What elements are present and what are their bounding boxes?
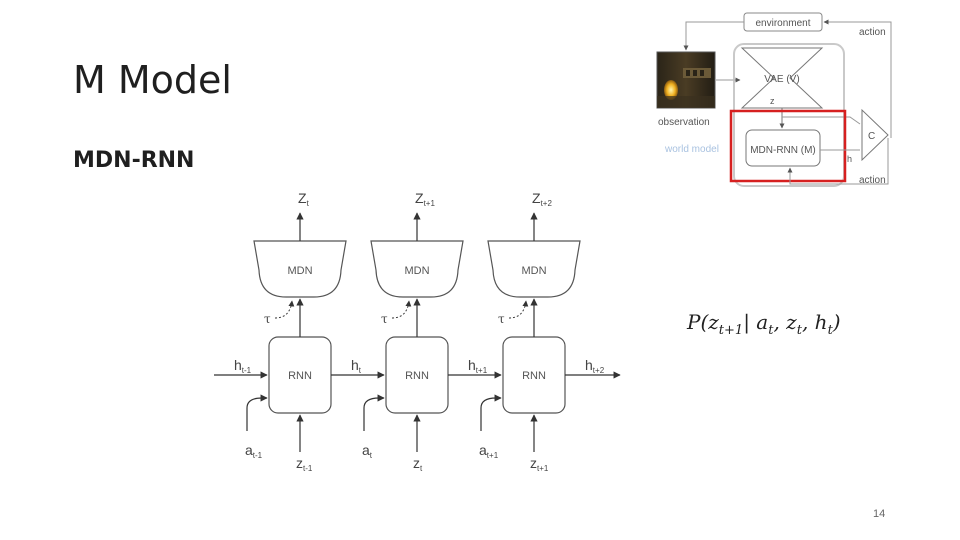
temperature-arrow [274,300,295,319]
temperature-tau-label: τ [498,312,505,326]
action-input-label: at+1 [479,442,499,460]
environment-label: environment [755,18,810,29]
vae-shape [740,47,824,109]
rnn-cell-label: RNN [288,370,312,382]
action-input-arrow [363,394,385,431]
rnn-cell-label: RNN [522,370,546,382]
world-model-overview: environment action observation world mod… [656,12,892,187]
mdn-block [253,240,347,298]
hidden-state-label: ht+1 [468,357,488,375]
observation-image [656,51,716,109]
action-label-top: action [859,27,886,38]
page-number: 14 [873,508,886,520]
action-loop-arrow [823,19,892,138]
action-input-arrow [246,394,268,431]
h-label: h [847,154,852,164]
hidden-state-label: ht-1 [234,357,252,375]
temperature-arrow [508,300,529,319]
temperature-tau-label: τ [381,312,388,326]
action-feedback-arrow [787,138,889,185]
mdn-block [370,240,464,298]
z-input-label: zt [413,455,423,473]
controller-label: C [868,131,875,142]
action-input-label: at-1 [245,442,263,460]
slide-subtitle: MDN-RNN [73,148,195,173]
z-output-label: Zt+2 [532,190,552,208]
hidden-state-output-label: ht+2 [585,357,605,375]
mdn-block-label: MDN [287,265,312,277]
hidden-state-label: ht [351,357,362,375]
mdn-block-label: MDN [404,265,429,277]
temperature-tau-label: τ [264,312,271,326]
mdnrnn-box [745,129,821,167]
z-label: z [770,96,775,106]
z-output-label: Zt+1 [415,190,435,208]
temperature-arrow [391,300,412,319]
z-input-label: zt-1 [296,455,313,473]
action-input-label: at [362,442,373,460]
mdnrnn-label: MDN-RNN (M) [750,145,816,156]
mdn-block [487,240,581,298]
vae-label: VAE (V) [764,74,799,85]
observation-label: observation [658,117,710,128]
action-input-arrow [480,394,502,431]
rnn-cell-label: RNN [405,370,429,382]
z-output-label: Zt [298,190,310,208]
env-observation-arrow [683,21,744,51]
world-model-label: world model [664,144,719,155]
slide-title: M Model [73,58,232,102]
controller-triangle [861,108,889,162]
mdn-block-label: MDN [521,265,546,277]
z-input-label: zt+1 [530,455,549,473]
action-label-bottom: action [859,175,886,186]
conditional-probability-formula: P(zt+1| at, zt, ht) [687,310,841,338]
mdnrnn-highlight-box [729,109,847,183]
z-to-controller-line [782,116,861,125]
